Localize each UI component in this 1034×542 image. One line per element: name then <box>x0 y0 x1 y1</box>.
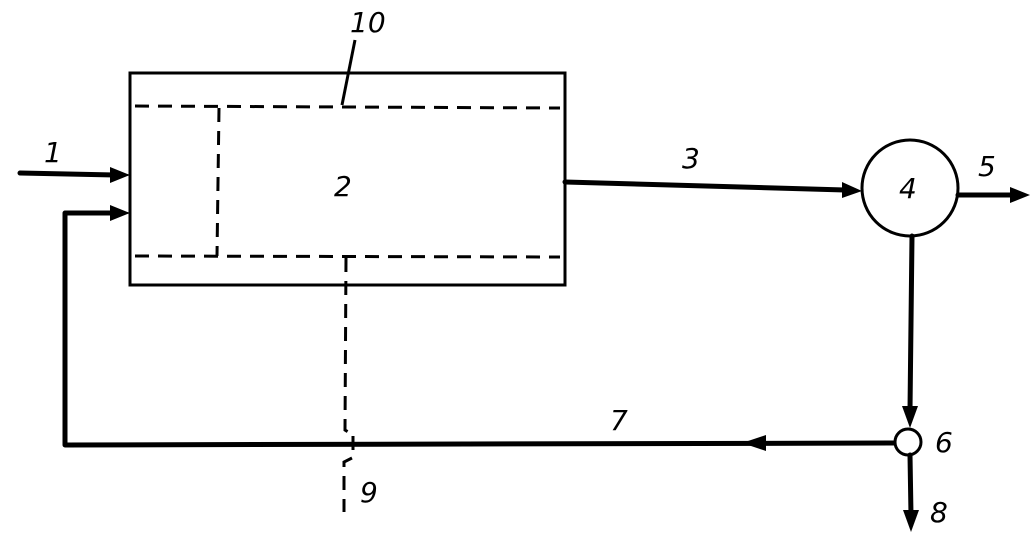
feed-arrowhead <box>110 167 130 183</box>
stream-8-arrowhead <box>903 510 919 532</box>
label-2: 2 <box>334 170 352 203</box>
label-4: 4 <box>899 172 917 205</box>
label-5: 5 <box>978 150 996 183</box>
upper-dashed-partition <box>134 104 561 110</box>
drain-dashed-line <box>343 257 356 438</box>
label-7: 7 <box>610 404 628 437</box>
separator-outlet-line <box>907 233 915 413</box>
leader-line-10 <box>340 39 357 106</box>
recycle-entry-arrowhead <box>110 205 130 221</box>
drain-dashed-line-lower <box>342 456 353 512</box>
label-10: 10 <box>350 6 386 39</box>
stream-3-arrowhead <box>842 182 862 198</box>
recycle-return-line <box>62 210 898 448</box>
label-1: 1 <box>44 136 62 169</box>
stream-3-line <box>562 179 848 193</box>
label-9: 9 <box>360 476 378 509</box>
label-6: 6 <box>935 426 953 459</box>
feed-arrow-line <box>17 170 118 178</box>
stream-8-line <box>907 452 914 518</box>
separator-outlet-arrowhead <box>902 406 918 428</box>
label-3: 3 <box>682 142 700 175</box>
stream-5-arrowhead <box>1010 187 1030 203</box>
splitter-node <box>893 427 923 457</box>
recycle-arrowhead-7 <box>742 435 766 451</box>
lower-dashed-partition <box>134 254 561 259</box>
label-8: 8 <box>930 496 948 529</box>
vertical-dashed-partition <box>215 107 221 257</box>
